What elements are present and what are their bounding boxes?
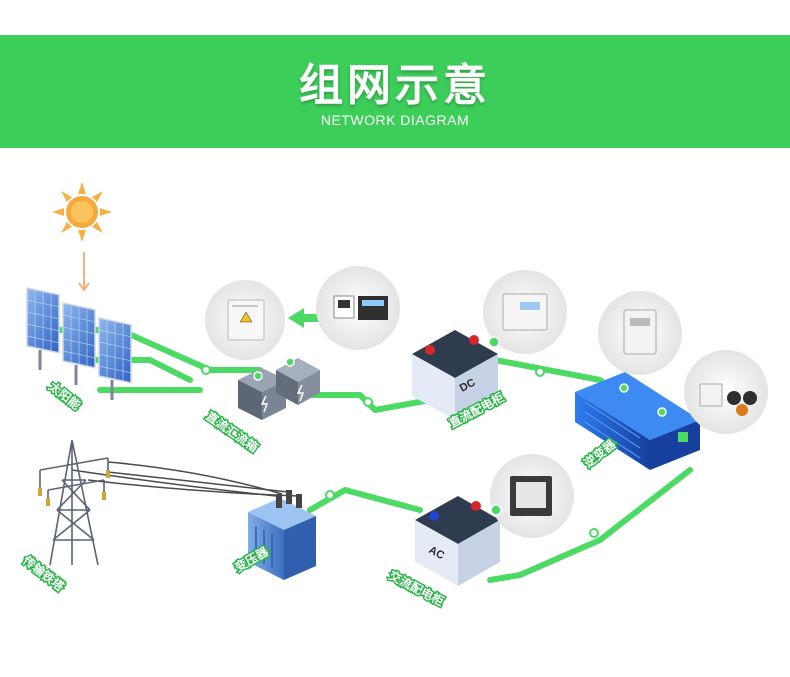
label-transmission-tower: 传输铁塔	[19, 552, 68, 595]
inverter-meter-bubble	[598, 291, 682, 375]
transformer	[248, 490, 316, 580]
power-lines	[71, 461, 299, 497]
dc-combiner-box	[238, 357, 320, 420]
header-banner: 组网示意 NETWORK DIAGRAM	[0, 35, 790, 148]
inverter	[575, 372, 700, 470]
line-junction-dots	[201, 365, 599, 538]
combiner-box-bubble	[205, 280, 285, 360]
sun-icon	[52, 182, 112, 242]
ac-battery-cabinet: AC	[415, 496, 500, 586]
current-transformer-bubble	[684, 350, 768, 434]
label-solar-panel: 太阳能	[46, 379, 84, 413]
transmission-tower	[39, 439, 109, 566]
arrow-left-icon	[288, 308, 320, 328]
dc-battery-cabinet: DC	[412, 330, 498, 420]
ac-meter-bubble	[490, 454, 574, 538]
sunlight-arrow-icon	[78, 252, 90, 292]
page-title: 组网示意	[299, 60, 491, 111]
dc-meter-bubble	[483, 270, 567, 354]
meter-device-bubble	[316, 266, 400, 350]
insulator-icons	[38, 470, 110, 506]
page-subtitle: NETWORK DIAGRAM	[320, 112, 470, 128]
solar-panel-array	[26, 287, 132, 400]
